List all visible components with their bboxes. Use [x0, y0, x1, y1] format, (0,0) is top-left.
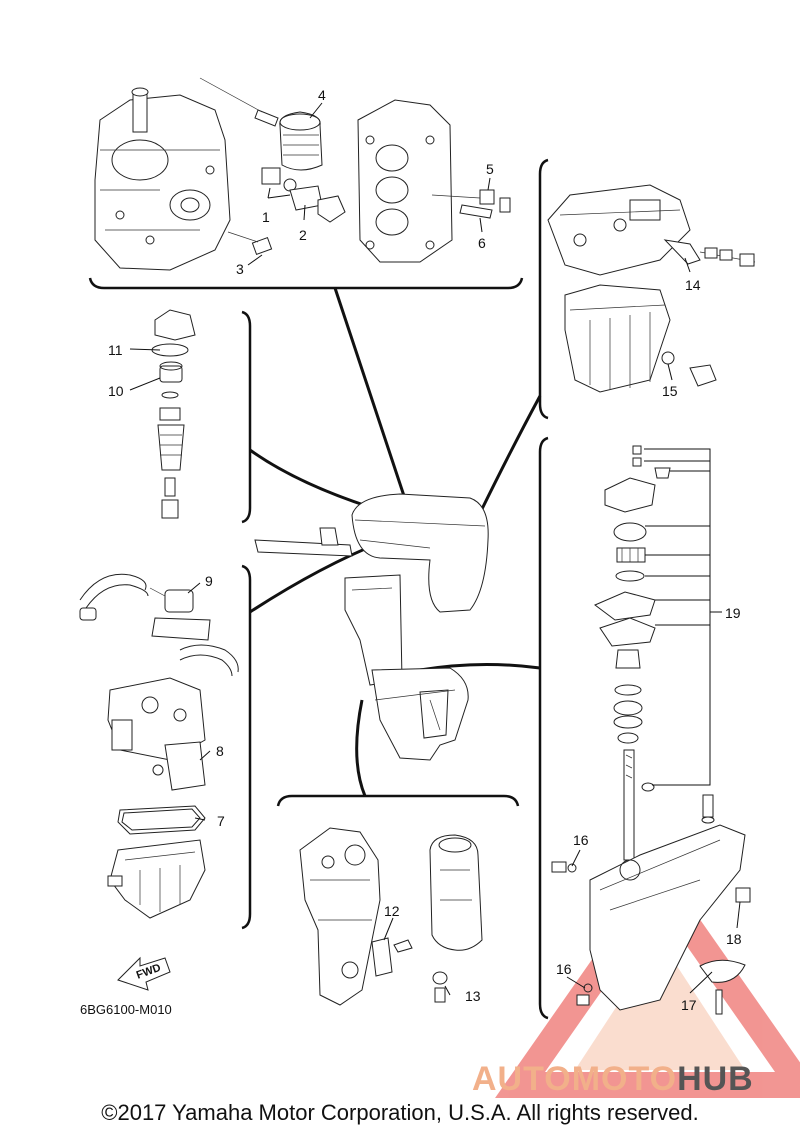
diagram-code: 6BG6100-M010 [80, 1002, 172, 1017]
bottom-cowling-assembly [547, 184, 756, 276]
callout-17: 17 [681, 997, 697, 1013]
callout-7: 7 [217, 813, 225, 829]
watermark-auto: AUTOMOTO [472, 1060, 677, 1098]
clamp-bracket [299, 827, 413, 1006]
callout-5: 5 [486, 161, 494, 177]
swivel-bracket [429, 834, 483, 1003]
callout-16b: 16 [556, 961, 572, 977]
watermark-hub: HUB [677, 1060, 754, 1098]
copyright-footer: ©2017 Yamaha Motor Corporation, U.S.A. A… [101, 1100, 699, 1125]
callout-15: 15 [662, 383, 678, 399]
callout-2: 2 [299, 227, 307, 243]
callout-10: 10 [108, 383, 124, 399]
callout-labels: 1 2 3 4 5 6 7 8 9 10 11 12 13 14 15 16 1… [108, 87, 742, 1013]
callout-13: 13 [465, 988, 481, 1004]
callout-12: 12 [384, 903, 400, 919]
callout-4: 4 [318, 87, 326, 103]
powerhead-block [94, 87, 231, 271]
callout-3: 3 [236, 261, 244, 277]
callout-6: 6 [478, 235, 486, 251]
oil-strainer-parts [227, 167, 346, 256]
bracket-19 [644, 448, 722, 786]
oil-pan-gasket [117, 805, 206, 835]
watermark-logo [495, 862, 800, 1098]
callout-19: 19 [725, 605, 741, 621]
callout-16a: 16 [573, 832, 589, 848]
oil-pan [107, 839, 206, 919]
oil-filter [199, 77, 323, 171]
fuel-hose-pump [79, 573, 239, 791]
fwd-arrow [117, 956, 171, 991]
fuel-filter-assembly [151, 309, 196, 519]
callout-1: 1 [262, 209, 270, 225]
outboard-motor [254, 493, 489, 761]
callout-9: 9 [205, 573, 213, 589]
cylinder-head [357, 99, 453, 263]
oil-pan-upper [564, 284, 717, 393]
callout-14: 14 [685, 277, 701, 293]
callout-leaders [129, 102, 741, 996]
watermark-text: AUTOMOTOHUB [472, 1060, 754, 1098]
callout-18: 18 [726, 931, 742, 947]
callout-8: 8 [216, 743, 224, 759]
water-pump-stack [594, 445, 671, 861]
lower-unit-housing [551, 794, 751, 1015]
callout-11: 11 [108, 342, 123, 358]
section-brackets [88, 158, 549, 1020]
thermostat-bolt [431, 189, 511, 219]
